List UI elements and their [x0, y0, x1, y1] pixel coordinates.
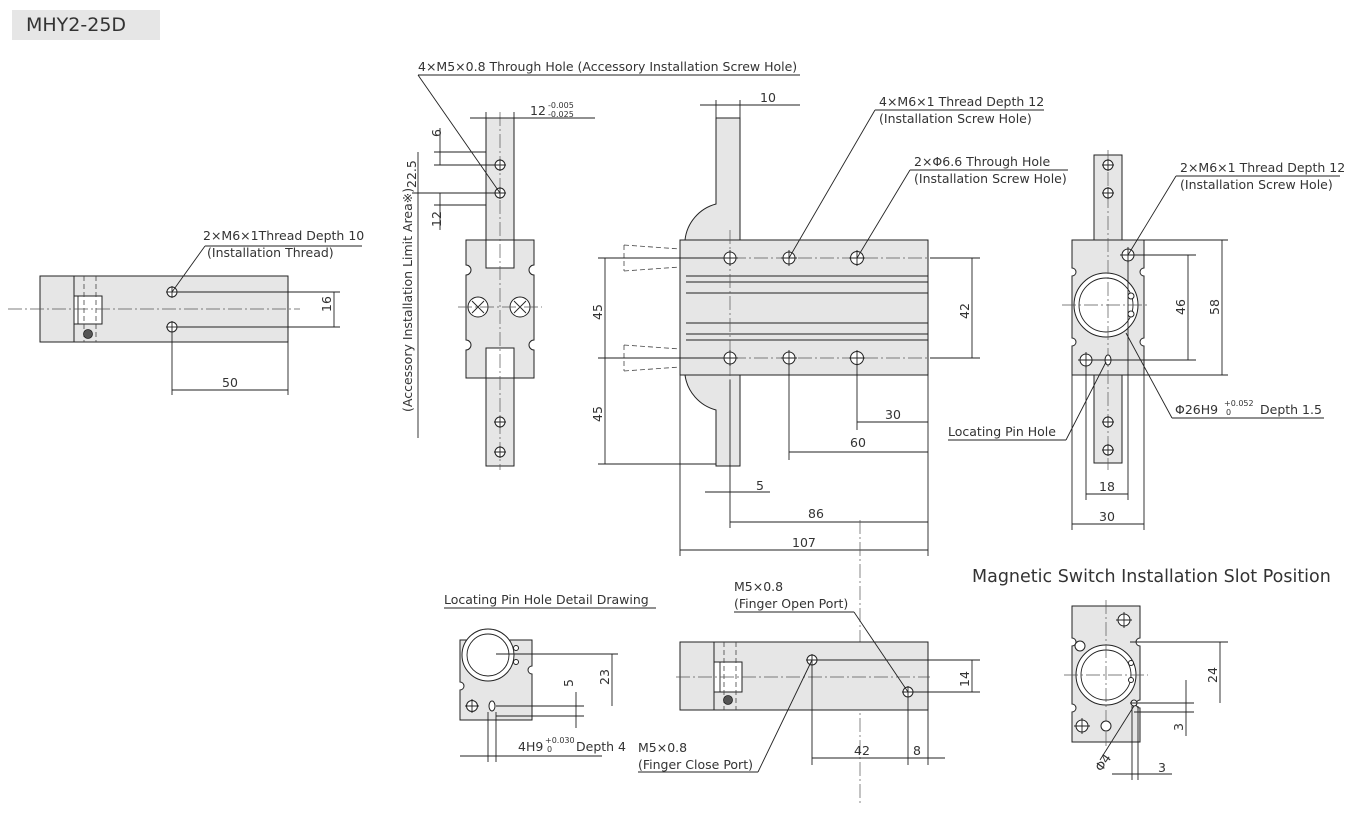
dim-45-bottom: 45 [590, 406, 605, 422]
pin-tol-main: 4H9 [518, 739, 543, 754]
bottom-port-view: 14 42 8 M5×0.8 (Finger Open Port) M5×0.8… [638, 579, 980, 773]
bore-tol-up: +0.052 [1224, 399, 1254, 408]
front-body [679, 239, 929, 376]
detail-title: Locating Pin Hole Detail Drawing [444, 592, 649, 607]
dim-12: 12 [429, 211, 444, 227]
accessory-end-view: 4×M5×0.8 Through Hole (Accessory Install… [400, 59, 800, 470]
dim-42-bottom: 42 [854, 743, 870, 758]
dim-5-detail: 5 [561, 679, 576, 687]
dim-16: 16 [319, 296, 334, 312]
close-port-line2: (Finger Close Port) [638, 757, 753, 772]
front-view: 10 45 45 42 30 60 5 86 107 4×M6×1 Thread… [590, 90, 1068, 805]
right-callout-line1: 2×M6×1 Thread Depth 12 [1180, 160, 1345, 175]
magnetic-switch-view: Magnetic Switch Installation Slot Positi… [972, 567, 1331, 780]
bore-tol-low: 0 [1226, 408, 1231, 417]
left-slot [73, 295, 103, 325]
dim-3-horizontal: 3 [1158, 760, 1166, 775]
acc-width-up: -0.005 [548, 101, 574, 110]
left-callout-line2: (Installation Thread) [207, 245, 334, 260]
acc-area-label: (Accessory Installation Limit Area※) [400, 188, 415, 412]
dim-60: 60 [850, 435, 866, 450]
dim-8: 8 [913, 743, 921, 758]
dim-3-vertical: 3 [1171, 723, 1186, 731]
dim-10: 10 [760, 90, 776, 105]
bore-depth: Depth 1.5 [1260, 402, 1322, 417]
open-port-line2: (Finger Open Port) [734, 596, 848, 611]
acc-width-main: 12 [530, 103, 546, 118]
pin-hole-label: Locating Pin Hole [948, 424, 1056, 439]
acc-width-low: -0.025 [548, 110, 574, 119]
right-callout-line2: (Installation Screw Hole) [1180, 177, 1333, 192]
dim-18: 18 [1099, 479, 1115, 494]
front-callout1-line2: (Installation Screw Hole) [879, 111, 1032, 126]
dim-107: 107 [792, 535, 816, 550]
upper-finger [684, 117, 741, 241]
dim-30: 30 [885, 407, 901, 422]
bore-main: Φ26H9 [1175, 402, 1218, 417]
detail-pin-hole [488, 700, 496, 712]
section-title: Magnetic Switch Installation Slot Positi… [972, 567, 1331, 587]
dim-42: 42 [957, 303, 972, 319]
pin-detail-view: Locating Pin Hole Detail Drawing 23 5 4H… [444, 592, 656, 762]
left-side-view: 50 16 2×M6×1Thread Depth 10 (Installatio… [8, 228, 364, 395]
front-callout2-line2: (Installation Screw Hole) [914, 171, 1067, 186]
front-callout2-line1: 2×Φ6.6 Through Hole [914, 154, 1050, 169]
acc-hole-callout: 4×M5×0.8 Through Hole (Accessory Install… [418, 59, 797, 74]
dim-45-top: 45 [590, 304, 605, 320]
model-label: MHY2-25D [12, 10, 160, 40]
pin-tol-up: +0.030 [545, 736, 575, 745]
lower-finger [684, 374, 741, 467]
dim-23: 23 [597, 669, 612, 685]
acc-body [465, 239, 535, 379]
close-port-line1: M5×0.8 [638, 740, 687, 755]
open-port-line1: M5×0.8 [734, 579, 783, 594]
dim-30-right: 30 [1099, 509, 1115, 524]
pin-tol-depth: Depth 4 [576, 739, 626, 754]
dim-5: 5 [756, 478, 764, 493]
dim-6: 6 [429, 129, 444, 137]
dim-24: 24 [1205, 667, 1220, 683]
dim-14: 14 [957, 671, 972, 687]
left-callout-line1: 2×M6×1Thread Depth 10 [203, 228, 364, 243]
dim-86: 86 [808, 506, 824, 521]
front-holes [722, 250, 865, 366]
dim-46: 46 [1173, 299, 1188, 315]
front-callout1-line1: 4×M6×1 Thread Depth 12 [879, 94, 1044, 109]
dim-22-5: 22.5 [404, 160, 419, 188]
dim-58: 58 [1207, 299, 1222, 315]
dim-phi4: Φ4 [1092, 751, 1115, 774]
pin-tol-low: 0 [547, 745, 552, 754]
right-end-view: 46 58 18 30 2×M6×1 Thread Depth 12 (Inst… [948, 150, 1345, 530]
dim-50: 50 [222, 375, 238, 390]
